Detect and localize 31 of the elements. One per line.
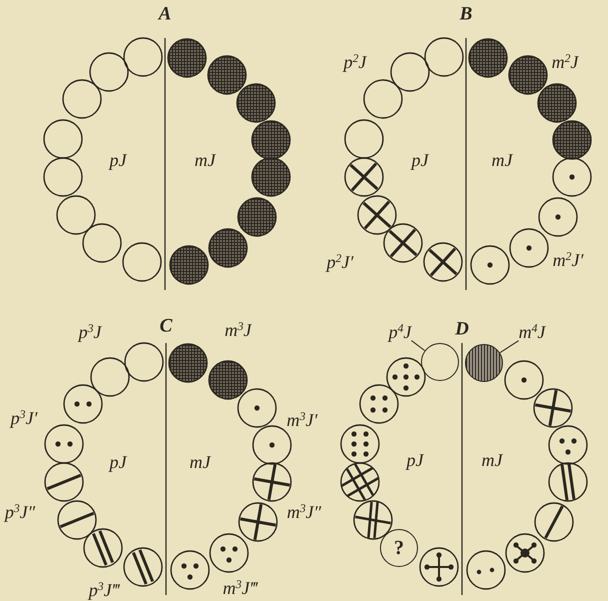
- id-label: pJ: [406, 451, 424, 469]
- id-label: mJ: [492, 151, 512, 169]
- id-label: mJ: [194, 151, 216, 169]
- id-label: m$^{4}$J: [518, 323, 546, 341]
- hatched-circle: [465, 344, 503, 382]
- id-label: mJ: [482, 451, 502, 469]
- question-circle: ?: [380, 529, 418, 567]
- id-label: m$^{3}$J′: [286, 411, 318, 429]
- id-label: pJ: [110, 151, 126, 169]
- id-label: p$^{3}$J: [78, 323, 102, 341]
- id-label: pJ: [412, 151, 428, 169]
- id-label: p$^{3}$J′: [10, 409, 38, 427]
- leader-line: [410, 340, 426, 352]
- id-label: mJ: [190, 453, 210, 471]
- id-label: m$^{3}$J″: [286, 503, 322, 521]
- id-label: m$^{3}$J: [224, 321, 252, 339]
- id-label: m$^{2}$J′: [552, 251, 584, 269]
- id-label: p$^{4}$J: [388, 323, 412, 341]
- id-label: m$^{3}$J‴: [222, 579, 258, 597]
- panel-letter: A: [158, 4, 172, 24]
- id-label: m$^{2}$J: [552, 53, 578, 71]
- id-label: pJ: [110, 453, 126, 471]
- leader-line: [499, 340, 520, 354]
- id-label: p$^{2}$J′: [326, 253, 354, 271]
- panel-letter: C: [160, 316, 172, 336]
- id-label: p$^{3}$J‴: [88, 581, 120, 599]
- id-label: p$^{3}$J″: [4, 503, 36, 521]
- empty-circle: [421, 343, 459, 381]
- id-label: p$^{2}$J: [344, 53, 366, 71]
- panel-letter: B: [460, 4, 472, 24]
- panel-letter: D: [455, 320, 469, 338]
